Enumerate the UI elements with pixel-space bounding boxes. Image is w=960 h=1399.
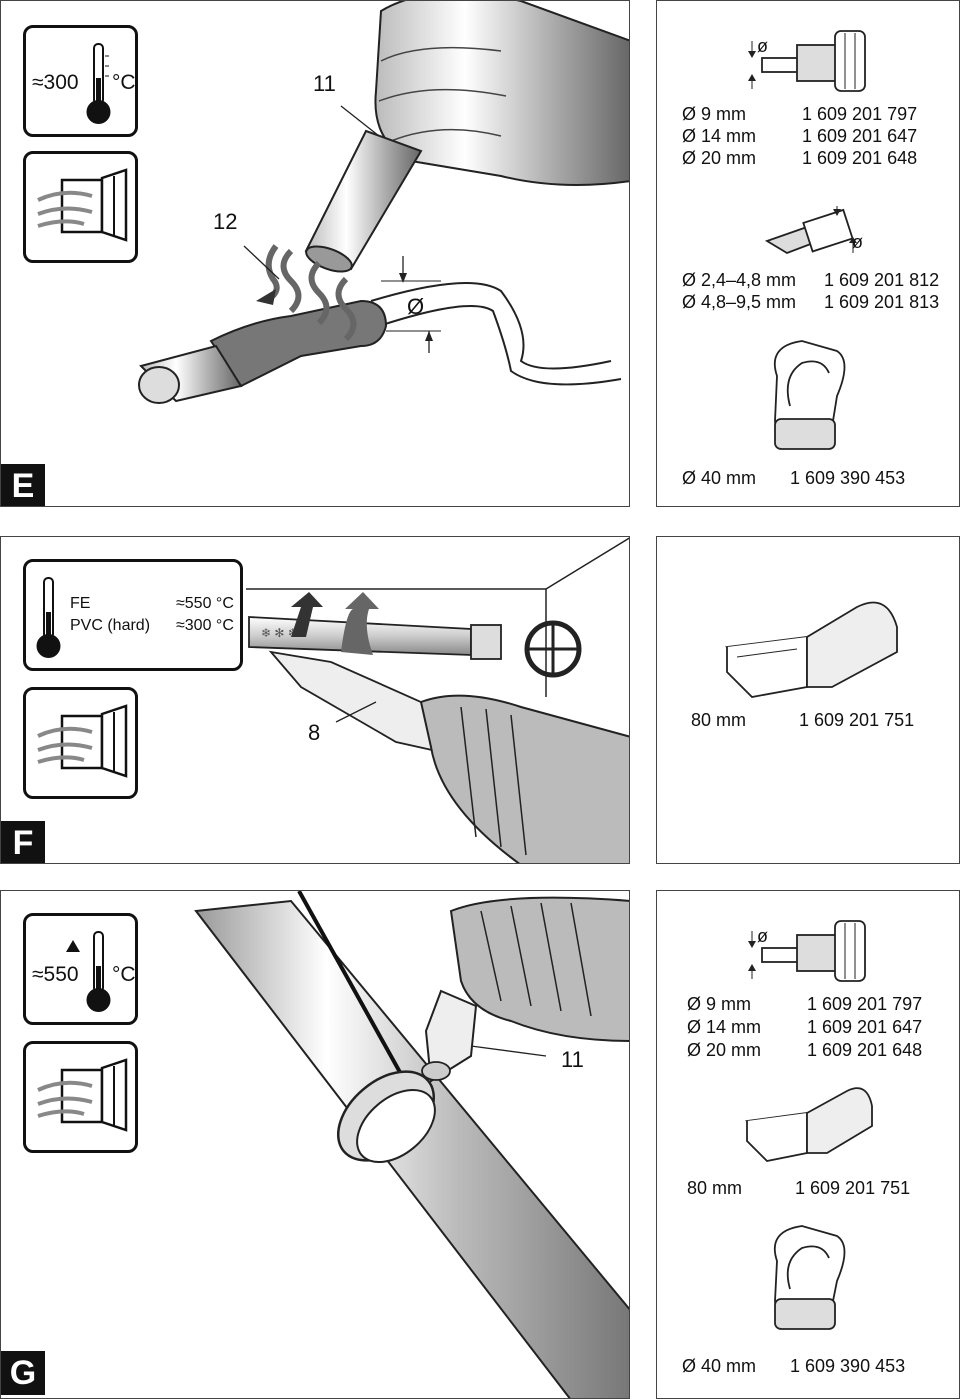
temperature-unit: °C — [112, 71, 136, 94]
wide-nozzle-icon — [745, 1087, 873, 1162]
callout-8: 8 — [308, 720, 321, 745]
ventilated-window-icon — [37, 704, 128, 778]
triangle-up-icon — [66, 940, 80, 952]
material-row-fe: FE≈550 °C — [70, 595, 234, 612]
ventilation-badge-g — [23, 1041, 138, 1153]
section-label-f: F — [1, 821, 45, 863]
thermometer-icon — [86, 931, 111, 1012]
pipe-thawing-illustration: ❄ ✻ ❄ — [246, 537, 629, 863]
temperature-badge-e: ≈300 °C — [23, 25, 138, 137]
temperature-value: ≈550 — [32, 963, 79, 986]
ventilated-window-icon — [37, 1058, 128, 1132]
callout-12: 12 — [213, 209, 238, 234]
material-row-pvc: PVC (hard)≈300 °C — [70, 617, 234, 634]
wide-nozzle-icon — [725, 601, 898, 698]
svg-text:❄ ✻ ❄: ❄ ✻ ❄ — [261, 626, 298, 640]
section-label-g: G — [1, 1351, 45, 1395]
shrink-tubing-illustration — [138, 1, 629, 404]
temperature-badge-g: ≈550 °C — [23, 913, 138, 1025]
reducer-nozzle-icon — [748, 30, 866, 92]
callout-diameter: Ø — [407, 294, 425, 319]
reducer-nozzle-icon — [748, 920, 866, 982]
ventilation-badge-e — [23, 151, 138, 263]
pipe-soldering-illustration — [194, 891, 629, 1398]
section-label-e: E — [1, 464, 45, 506]
material-temperature-badge: FE≈550 °C PVC (hard)≈300 °C — [23, 559, 243, 671]
diameter-symbol: ø — [757, 36, 768, 56]
temperature-unit: °C — [112, 963, 136, 986]
panel-e-illustration: ≈300 °C 11 12 Ø E — [0, 0, 630, 507]
diameter-symbol: ø — [757, 926, 768, 946]
panel-g-illustration: ≈550 °C 11 G — [0, 890, 630, 1399]
temperature-value: ≈300 — [32, 71, 79, 94]
panel-f-illustration: ❄ ✻ ❄ FE≈550 °C PVC (hard)≈300 °C — [0, 536, 630, 864]
thermometer-icon — [86, 43, 111, 124]
callout-11: 11 — [313, 71, 336, 96]
diameter-symbol: ø — [852, 232, 863, 252]
reflector-nozzle-icon — [773, 340, 846, 450]
thermometer-icon — [36, 577, 61, 658]
callout-11: 11 — [561, 1047, 584, 1072]
ventilation-badge-f — [23, 687, 138, 799]
accessory-drawings — [745, 920, 873, 1330]
flat-nozzle-small-icon — [764, 206, 857, 254]
reflector-nozzle-icon — [773, 1225, 846, 1330]
ventilated-window-icon — [37, 168, 128, 242]
accessory-drawings — [748, 30, 866, 450]
